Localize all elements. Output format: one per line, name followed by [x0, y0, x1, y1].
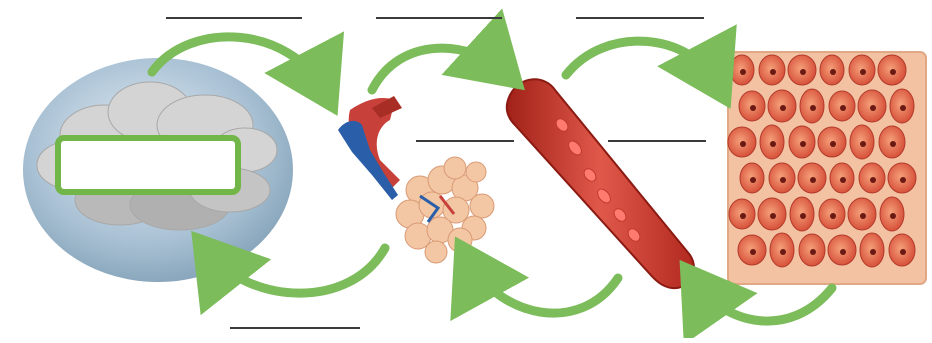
cell-nucleus — [840, 105, 846, 111]
cell-nucleus — [770, 141, 776, 147]
arrow-vessel-to-lung — [468, 260, 618, 313]
cell-nucleus — [810, 177, 816, 183]
tissue-cells-illustration — [728, 52, 926, 284]
cell-nucleus — [840, 249, 846, 255]
arrow-lung-to-vessel — [372, 48, 505, 90]
cell-nucleus — [770, 213, 776, 219]
cell-nucleus — [900, 249, 906, 255]
cell-nucleus — [870, 249, 876, 255]
cell-nucleus — [830, 69, 836, 75]
cell-nucleus — [870, 177, 876, 183]
alveoli-cluster — [396, 157, 494, 263]
cell-nucleus — [740, 141, 746, 147]
cell-nucleus — [780, 105, 786, 111]
cell-nucleus — [750, 105, 756, 111]
cell-nucleus — [800, 141, 806, 147]
cell-nucleus — [830, 213, 836, 219]
cell-nucleus — [860, 69, 866, 75]
cell-nucleus — [860, 213, 866, 219]
cell-nucleus — [800, 69, 806, 75]
cell-nucleus — [750, 249, 756, 255]
cell-nucleus — [770, 69, 776, 75]
cell-nucleus — [840, 177, 846, 183]
cell-nucleus — [780, 177, 786, 183]
lung-alveoli-illustration — [338, 96, 494, 263]
cell-nucleus — [780, 249, 786, 255]
cell-nucleus — [890, 141, 896, 147]
cell-nucleus — [890, 213, 896, 219]
cell-nucleus — [810, 105, 816, 111]
label-box[interactable] — [58, 138, 238, 192]
atmosphere-illustration — [23, 58, 293, 282]
cell-nucleus — [870, 105, 876, 111]
cell-nucleus — [740, 69, 746, 75]
cell-nucleus — [750, 177, 756, 183]
cell-nucleus — [740, 213, 746, 219]
cell-nucleus — [900, 177, 906, 183]
cell-nucleus — [890, 69, 896, 75]
arrow-tissue-to-vessel — [695, 282, 832, 321]
blood-vessel-illustration — [507, 79, 694, 288]
arrow-vessel-to-tissue — [566, 41, 718, 85]
cell-nucleus — [860, 141, 866, 147]
cell-nucleus — [900, 105, 906, 111]
cell-nucleus — [800, 213, 806, 219]
cell-nucleus — [810, 249, 816, 255]
cell-nucleus — [830, 141, 836, 147]
